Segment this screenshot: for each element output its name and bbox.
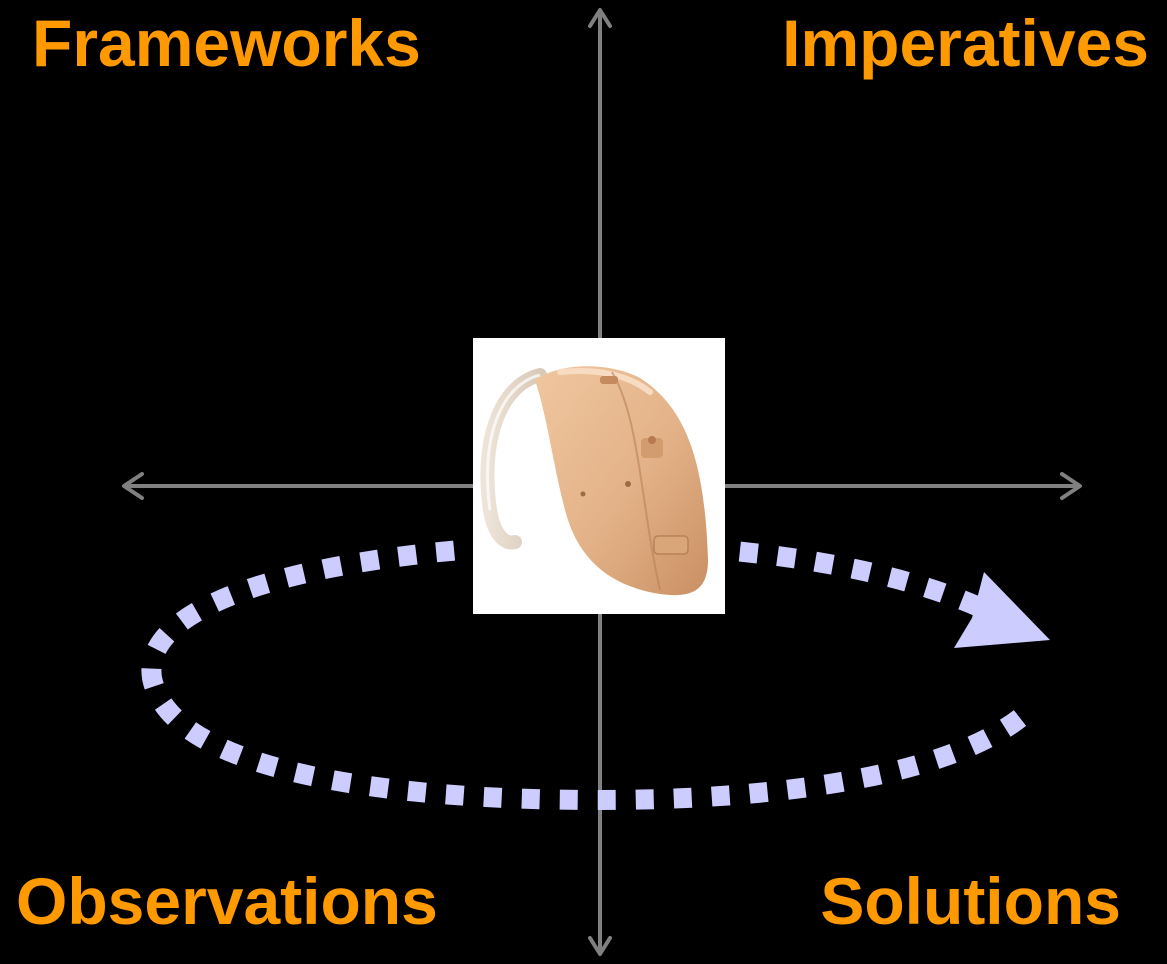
axis-arrowhead-right <box>1060 472 1082 500</box>
cycle-arrowhead <box>954 572 1050 648</box>
center-image <box>473 338 725 614</box>
cycle-arrow <box>141 534 1050 811</box>
axis-arrowhead-down <box>588 936 612 956</box>
label-frameworks: Frameworks <box>32 6 421 80</box>
label-imperatives: Imperatives <box>782 6 1149 80</box>
axis-arrowhead-left <box>122 472 144 500</box>
label-solutions: Solutions <box>820 864 1121 938</box>
axis-arrowhead-up <box>588 8 612 28</box>
hearing-aid-icon <box>480 366 708 596</box>
label-observations: Observations <box>16 864 438 938</box>
